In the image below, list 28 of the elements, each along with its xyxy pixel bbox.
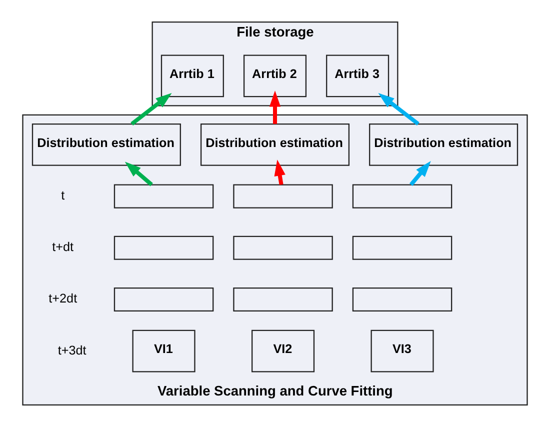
label: t+dt — [52, 240, 74, 254]
label: t — [61, 188, 65, 203]
node-box: Distribution estimation — [200, 124, 350, 166]
node-box — [233, 236, 333, 260]
node-box: Distribution estimation — [32, 124, 181, 166]
node-box: VI2 — [252, 330, 315, 372]
node-box — [114, 236, 214, 260]
arrow — [274, 160, 286, 186]
node-box — [114, 184, 214, 208]
node-box: VI1 — [132, 330, 196, 372]
arrow — [269, 90, 281, 124]
node-box: Arrtib 3 — [326, 54, 390, 98]
node-box: Arrtib 1 — [160, 54, 224, 98]
label: t+3dt — [58, 343, 86, 358]
arrow — [378, 93, 420, 126]
node-box: VI3 — [370, 330, 434, 372]
arrow — [409, 161, 431, 186]
node-box: Distribution estimation — [369, 124, 518, 166]
node-box — [233, 287, 333, 312]
arrow — [130, 93, 172, 126]
node-box — [352, 236, 452, 260]
arrow — [124, 162, 153, 186]
label: t+2dt — [48, 292, 78, 306]
node-box — [352, 287, 452, 312]
node-box — [114, 287, 214, 312]
node-box: Arrtib 2 — [243, 54, 307, 98]
node-box — [352, 184, 452, 208]
node-box — [233, 184, 333, 208]
